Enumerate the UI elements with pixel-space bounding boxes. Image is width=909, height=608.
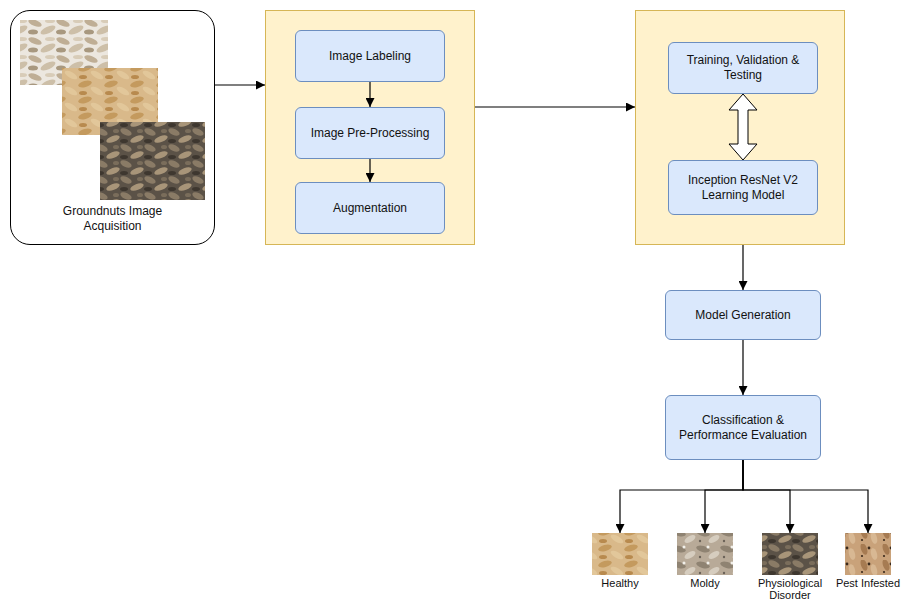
- double-arrow: [729, 94, 757, 160]
- panel-ground: [635, 10, 845, 245]
- stage-panel: Image LabelingImage Pre-ProcessingAugmen…: [265, 10, 475, 245]
- node-label: Inception ResNet V2 Learning Model: [677, 173, 809, 203]
- node-label: Model Generation: [695, 308, 790, 323]
- class-label: Moldy: [690, 577, 719, 589]
- flow-arrow: [705, 460, 743, 533]
- class-output: Physiological Disorder: [755, 533, 825, 601]
- process-box: Model Generation: [665, 290, 821, 340]
- flow-arrow: [369, 159, 370, 182]
- class-output: Moldy: [670, 533, 740, 589]
- groundnut-thumbnail: [845, 533, 891, 575]
- groundnut-thumbnail: [592, 533, 648, 575]
- flow-arrow: [742, 340, 743, 395]
- groundnut-thumbnail: [762, 533, 818, 575]
- flow-arrow: [620, 460, 743, 533]
- process-box: Augmentation: [295, 182, 445, 234]
- flow-arrow: [743, 460, 790, 533]
- class-label: Healthy: [601, 577, 638, 589]
- acquisition-frame: Groundnuts Image Acquisition: [10, 10, 215, 245]
- flow-arrow: [475, 106, 635, 107]
- flow-arrow: [743, 460, 868, 533]
- node-label: Image Labeling: [329, 49, 411, 64]
- flow-arrow: [742, 245, 743, 290]
- flow-arrow: [369, 82, 370, 107]
- class-output: Pest Infested: [833, 533, 903, 589]
- stage-panel: Training, Validation & TestingInception …: [635, 10, 845, 245]
- class-label: Pest Infested: [836, 577, 900, 589]
- process-box: Image Labeling: [295, 30, 445, 82]
- groundnut-photo: [100, 122, 205, 200]
- node-label: Groundnuts Image Acquisition: [53, 204, 173, 234]
- model-box: Inception ResNet V2 Learning Model: [668, 160, 818, 215]
- groundnut-thumbnail: [677, 533, 733, 575]
- node-label: Training, Validation & Testing: [677, 53, 809, 83]
- panel-ground: [265, 10, 475, 245]
- flow-arrow: [215, 84, 265, 85]
- class-output: Healthy: [585, 533, 655, 589]
- process-box: Image Pre-Processing: [295, 107, 445, 159]
- process-box: Training, Validation & Testing: [668, 42, 818, 94]
- node-label: Classification & Performance Evaluation: [674, 413, 812, 443]
- class-label: Physiological Disorder: [755, 577, 825, 601]
- node-label: Image Pre-Processing: [311, 126, 430, 141]
- process-box: Classification & Performance Evaluation: [665, 395, 821, 460]
- node-label: Augmentation: [333, 201, 407, 216]
